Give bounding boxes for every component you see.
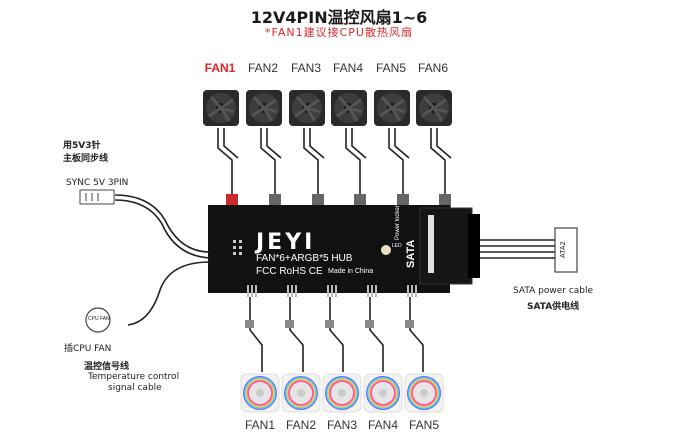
cpu-fan-connector bbox=[85, 307, 111, 333]
top-fan-cables bbox=[217, 128, 452, 196]
top-fan-5 bbox=[374, 90, 410, 126]
sync-connector bbox=[79, 189, 115, 205]
temp-note-cn: 温控信号线 bbox=[84, 362, 130, 372]
bottom-fan-label-3: FAN3 bbox=[326, 418, 357, 432]
bottom-fan-label-4: FAN4 bbox=[367, 418, 398, 432]
sata-port bbox=[428, 215, 434, 273]
temp-note-en-2: signal cable bbox=[108, 383, 162, 393]
top-fan-3 bbox=[289, 90, 325, 126]
hub-origin: Made in China bbox=[328, 268, 374, 275]
hub-board bbox=[208, 205, 450, 293]
bottom-fans bbox=[240, 373, 444, 413]
hub-power-locker: Power locker bbox=[395, 205, 401, 240]
page-title: 12V4PIN温控风扇1~6 bbox=[250, 8, 428, 27]
temp-note-en-1: Temperature control bbox=[88, 372, 180, 382]
sata-connector bbox=[554, 227, 578, 273]
led-indicator bbox=[381, 245, 391, 255]
cpu-fan-label: 插CPU FAN bbox=[64, 344, 112, 354]
hub-brand: JEYI bbox=[256, 230, 316, 255]
bottom-fan-label-5: FAN5 bbox=[408, 418, 439, 432]
top-fans bbox=[203, 90, 452, 126]
bottom-fan-2 bbox=[281, 373, 321, 413]
top-fan-label-6: FAN6 bbox=[417, 61, 448, 75]
bottom-fan-label-1: FAN1 bbox=[244, 418, 275, 432]
bottom-fan-label-2: FAN2 bbox=[285, 418, 316, 432]
bottom-fan-3 bbox=[322, 373, 362, 413]
top-fan-label-3: FAN3 bbox=[290, 61, 321, 75]
top-fan-label-5: FAN5 bbox=[375, 61, 406, 75]
top-fan-label-2: FAN2 bbox=[247, 61, 278, 75]
top-fan-label-1: FAN1 bbox=[204, 61, 236, 75]
page-subtitle: *FAN1建议接CPU散热风扇 bbox=[265, 26, 413, 39]
temp-cable bbox=[127, 261, 211, 326]
top-fan-2 bbox=[246, 90, 282, 126]
hub-cert: FCC RoHS CE bbox=[256, 266, 323, 277]
bottom-fan-1 bbox=[240, 373, 280, 413]
hub-led-label: LED bbox=[392, 243, 402, 249]
hub-model: FAN*6+ARGB*5 HUB bbox=[256, 253, 353, 264]
sync-cable bbox=[114, 194, 211, 259]
bottom-fan-cables bbox=[249, 297, 424, 372]
sync-connector-label: SYNC 5V 3PIN bbox=[66, 178, 129, 188]
sata-note-en: SATA power cable bbox=[513, 286, 594, 296]
sata-note-cn: SATA供电线 bbox=[527, 302, 580, 312]
sata-cable bbox=[480, 239, 555, 259]
ata2-label: ATA2 bbox=[560, 241, 567, 258]
top-fan-label-4: FAN4 bbox=[332, 61, 363, 75]
cpu-fan-badge: CPU FAN bbox=[88, 316, 110, 322]
bottom-fan-5 bbox=[404, 373, 444, 413]
sync-note-cn-1: 用5V3针 bbox=[63, 141, 101, 151]
top-fan-1 bbox=[203, 90, 239, 126]
bottom-fan-4 bbox=[363, 373, 403, 413]
sync-note-cn-2: 主板同步线 bbox=[63, 154, 109, 164]
hub-sata: SATA bbox=[405, 239, 417, 268]
top-fan-4 bbox=[331, 90, 367, 126]
top-fan-6 bbox=[416, 90, 452, 126]
